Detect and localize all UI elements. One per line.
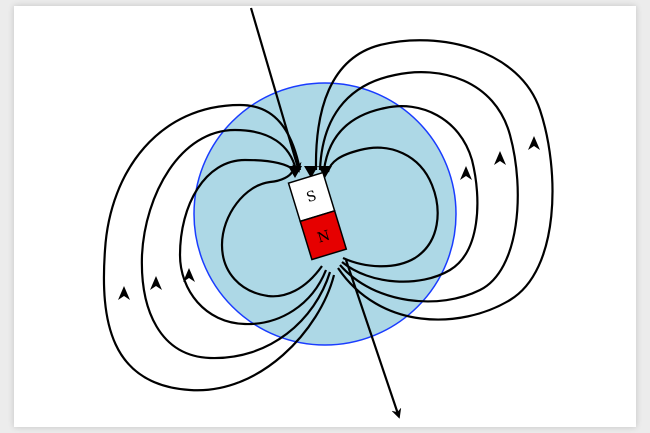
field-line-left-middle: [140, 128, 332, 360]
north-pole-label: N: [316, 228, 332, 247]
field-line-right-middle: [318, 71, 519, 303]
south-pole-label: S: [305, 188, 319, 206]
magnetic-axis-bottom: [344, 259, 402, 419]
field-direction-arrows: [118, 136, 540, 300]
left-field-lines: [102, 103, 336, 392]
bar-magnet: S N: [287, 171, 348, 261]
arrow-top-converge-icon: [288, 166, 302, 178]
field-line-left-close: [220, 171, 323, 298]
field-line-right-close: [326, 146, 439, 268]
arrow-top-converge-3-icon: [318, 166, 332, 178]
field-line-right-outer: [314, 39, 554, 321]
arrow-right-middle-icon: [494, 151, 506, 165]
arrow-right-outer-icon: [528, 136, 540, 150]
arrow-left-inner-icon: [183, 268, 195, 282]
field-line-right-inner: [322, 105, 479, 283]
magnetic-axis-top: [249, 7, 302, 173]
arrow-left-middle-icon: [150, 276, 162, 290]
arrow-top-converge-2-icon: [304, 166, 318, 178]
field-line-left-outer: [102, 103, 336, 392]
field-line-left-inner: [178, 158, 328, 326]
right-field-lines: [314, 39, 554, 321]
arrow-right-inner-icon: [460, 166, 472, 180]
magnet-north-pole: [299, 209, 348, 261]
arrow-left-outer-icon: [118, 286, 130, 300]
